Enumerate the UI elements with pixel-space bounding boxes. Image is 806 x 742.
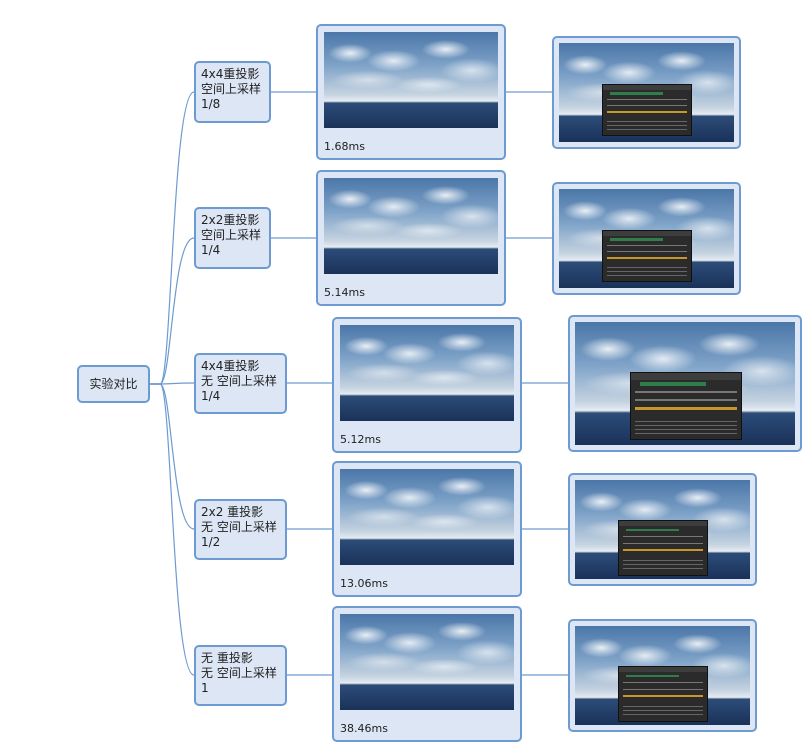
render-screenshot-node[interactable]: 1.68ms bbox=[316, 24, 506, 160]
branch-node[interactable]: 4x4重投影 空间上采样 1/8 bbox=[194, 61, 271, 123]
profiler-screenshot-node[interactable] bbox=[552, 182, 741, 295]
profiler-screenshot-node[interactable] bbox=[568, 315, 802, 452]
branch-node[interactable]: 2x2重投影 空间上采样 1/4 bbox=[194, 207, 271, 269]
branch-node[interactable]: 4x4重投影 无 空间上采样 1/4 bbox=[194, 353, 287, 414]
branch-node[interactable]: 2x2 重投影 无 空间上采样 1/2 bbox=[194, 499, 287, 560]
timing-label: 38.46ms bbox=[340, 722, 388, 735]
render-screenshot-node[interactable]: 5.12ms bbox=[332, 317, 522, 453]
timing-label: 5.14ms bbox=[324, 286, 365, 299]
profiler-screenshot-node[interactable] bbox=[568, 619, 757, 732]
profiler-screenshot-node[interactable] bbox=[568, 473, 757, 586]
timing-label: 13.06ms bbox=[340, 577, 388, 590]
profiler-overlay bbox=[618, 666, 708, 722]
render-screenshot-node[interactable]: 38.46ms bbox=[332, 606, 522, 742]
profiler-screenshot-node[interactable] bbox=[552, 36, 741, 149]
profiler-overlay bbox=[602, 84, 692, 136]
branch-label: 无 重投影 无 空间上采样 1 bbox=[201, 651, 277, 695]
render-screenshot-node[interactable]: 13.06ms bbox=[332, 461, 522, 597]
profiler-overlay bbox=[618, 520, 708, 576]
sky-render-image bbox=[340, 325, 514, 421]
connector-line bbox=[150, 91, 195, 385]
root-node[interactable]: 实验对比 bbox=[77, 365, 150, 403]
branch-label: 4x4重投影 无 空间上采样 1/4 bbox=[201, 359, 277, 403]
sky-render-image bbox=[324, 178, 498, 274]
connector-line bbox=[150, 383, 195, 676]
render-screenshot-node[interactable]: 5.14ms bbox=[316, 170, 506, 306]
branch-label: 2x2 重投影 无 空间上采样 1/2 bbox=[201, 505, 277, 549]
profiler-overlay bbox=[630, 372, 742, 440]
connector-line bbox=[150, 237, 195, 385]
timing-label: 5.12ms bbox=[340, 433, 381, 446]
profiler-overlay bbox=[602, 230, 692, 282]
branch-label: 4x4重投影 空间上采样 1/8 bbox=[201, 67, 262, 111]
sky-render-image bbox=[340, 614, 514, 710]
branch-label: 2x2重投影 空间上采样 1/4 bbox=[201, 213, 262, 257]
branch-node[interactable]: 无 重投影 无 空间上采样 1 bbox=[194, 645, 287, 706]
timing-label: 1.68ms bbox=[324, 140, 365, 153]
sky-render-image bbox=[324, 32, 498, 128]
root-label: 实验对比 bbox=[89, 376, 138, 391]
sky-render-image bbox=[340, 469, 514, 565]
